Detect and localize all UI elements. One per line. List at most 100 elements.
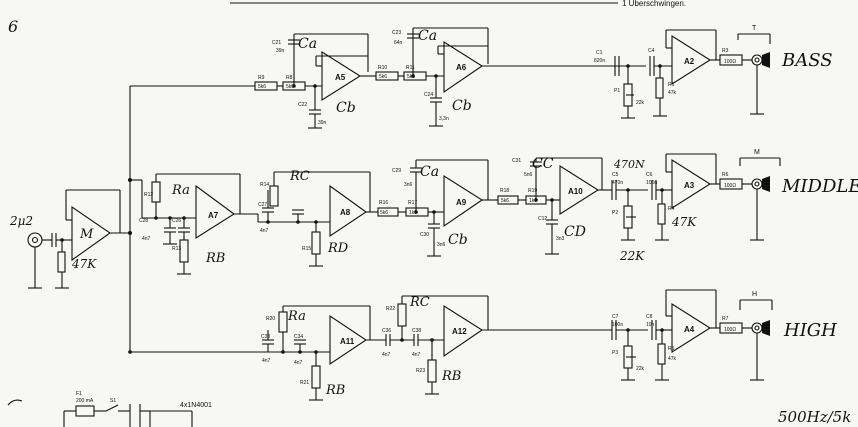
r19-value: 1k6: [529, 198, 537, 204]
ann-rb-1: RB: [205, 251, 225, 266]
opamp-m-label: M: [79, 227, 94, 242]
ann-cb-2: Cb: [452, 98, 472, 114]
r17-value: 1k6: [409, 210, 417, 216]
c8-value: 10n: [646, 322, 655, 328]
ann-rb-2: RB: [325, 383, 345, 398]
opamp-a11: A11: [340, 337, 355, 346]
input-cap-label: 2μ2: [9, 214, 33, 228]
ann-rd: RD: [327, 241, 349, 256]
bottom-note: 500Hz/5k: [778, 408, 851, 426]
c34-label: C34: [294, 334, 303, 340]
r11-value: 5k6: [407, 74, 415, 80]
r3-value: 100Ω: [724, 59, 736, 65]
opamp-a2: A2: [684, 57, 695, 66]
r18-label: R18: [500, 188, 509, 194]
c23-value: 64n: [394, 40, 403, 46]
c30-value: 3n6: [437, 242, 446, 248]
c8-label: C8: [646, 314, 653, 320]
c4-label: C4: [648, 48, 655, 54]
c23-label: C23: [392, 30, 401, 36]
middle-marker: M: [754, 149, 760, 156]
c28-value: 4n7: [142, 236, 151, 242]
c33-value: 4n7: [262, 358, 271, 364]
c5-label: C5: [612, 172, 619, 178]
ann-rc-2: RC: [409, 295, 430, 310]
ann-ca-1: Ca: [298, 36, 317, 52]
r9-value: 5k6: [258, 84, 266, 90]
r1-label: R1: [668, 82, 675, 88]
ann-rb-3: RB: [441, 369, 461, 384]
ann-rc-1: RC: [289, 169, 310, 184]
fuse-label: F1: [76, 391, 82, 397]
opamp-a5: A5: [335, 73, 346, 82]
bass-marker: T: [752, 25, 757, 32]
r15-label: R15: [302, 246, 311, 252]
c12-label: C12: [538, 216, 547, 222]
r10-value: 5k6: [379, 74, 387, 80]
c38-label: C38: [412, 328, 421, 334]
r19-label: R19: [528, 188, 537, 194]
r13-label: R13: [172, 246, 181, 252]
opamp-a7: A7: [208, 211, 219, 220]
r4-label: R4: [668, 206, 675, 212]
opamp-a9: A9: [456, 198, 467, 207]
r8-label: R8: [286, 75, 293, 81]
r11-label: R11: [406, 65, 415, 71]
p3-label: P3: [612, 350, 618, 356]
r7-label: R7: [722, 316, 729, 322]
r14-label: R14: [260, 182, 269, 188]
c24-label: C24: [424, 92, 433, 98]
fuse-value: 200 mA: [76, 398, 94, 404]
c26-label: C26: [172, 218, 181, 224]
r8-value: 5k6: [286, 84, 294, 90]
c6-label: C6: [646, 172, 653, 178]
c33-label: C33: [261, 334, 270, 340]
c29-value: 3n6: [404, 182, 413, 188]
r6-value: 100Ω: [724, 183, 736, 189]
r17-label: R17: [408, 200, 417, 206]
r5-value: 47k: [668, 356, 677, 362]
ann-middle-cap: 470N: [613, 158, 645, 171]
c36-label: C36: [382, 328, 391, 334]
p1-value: 22k: [636, 100, 645, 106]
switch-label: S1: [110, 398, 116, 404]
r18-value: 5k6: [501, 198, 509, 204]
input-resistor-label: 47K: [71, 257, 97, 271]
ann-ra-high: Ra: [287, 309, 306, 324]
opamp-a10: A10: [568, 187, 583, 196]
ann-cd: CD: [564, 224, 586, 240]
opamp-a3: A3: [684, 181, 695, 190]
c21-label: C21: [272, 40, 281, 46]
c6-value: 100n: [646, 180, 657, 186]
c12-value: 3n3: [556, 236, 565, 242]
r12-label: R12: [144, 192, 153, 198]
c27-value: 4n7: [260, 228, 269, 234]
middle-label: MIDDLE: [781, 176, 858, 197]
r3-label: R3: [722, 48, 729, 54]
diodes-label: 4x1N4001: [180, 402, 212, 409]
ann-cc: CC: [532, 156, 554, 172]
ann-cb-3: Cb: [448, 232, 468, 248]
r20-label: R20: [266, 316, 275, 322]
bass-label: BASS: [781, 50, 833, 71]
r16-value: 5k6: [380, 210, 388, 216]
ann-ca-3: Ca: [420, 164, 439, 180]
c1-label: C1: [596, 50, 603, 56]
ann-ca-2: Ca: [418, 28, 437, 44]
r23-label: R23: [416, 368, 425, 374]
ann-ra: Ra: [171, 183, 190, 198]
p1-label: P1: [614, 88, 620, 94]
ann-cb-1: Cb: [336, 100, 356, 116]
r6-label: R6: [722, 172, 729, 178]
r16-label: R16: [379, 200, 388, 206]
high-marker: H: [752, 291, 757, 298]
c31-label: C31: [512, 158, 521, 164]
c30-label: C30: [420, 232, 429, 238]
r22-label: R22: [386, 306, 395, 312]
r1-value: 47k: [668, 90, 677, 96]
c36-value: 4n7: [382, 352, 391, 358]
top-note: 1 Überschwingen.: [622, 0, 686, 8]
c29-label: C29: [392, 168, 401, 174]
opamp-a12: A12: [452, 327, 467, 336]
c27-label: C27: [258, 202, 267, 208]
